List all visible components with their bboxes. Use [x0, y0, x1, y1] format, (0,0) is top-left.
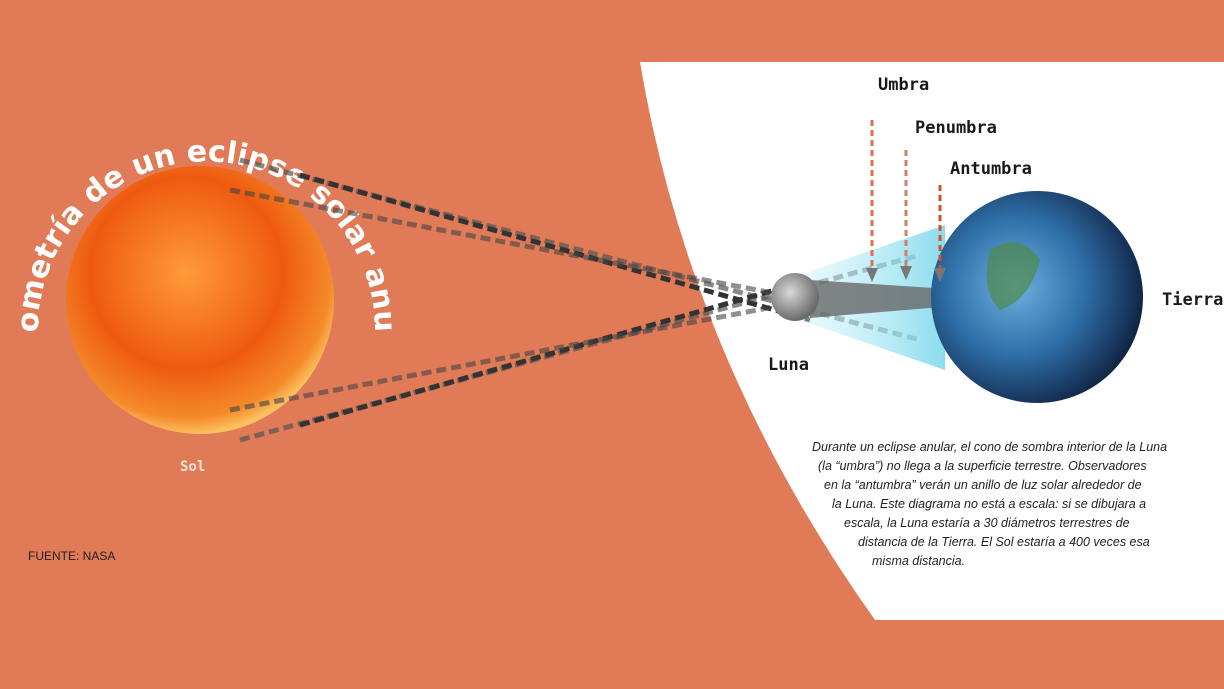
caption-line: (la “umbra”) no llega a la superficie te…	[818, 459, 1147, 473]
earth	[931, 191, 1143, 403]
label-luna: Luna	[768, 355, 809, 375]
light-ray	[229, 187, 811, 303]
light-ray	[299, 277, 811, 428]
caption-line: la Luna. Este diagrama no está a escala:…	[832, 497, 1147, 511]
source-note: FUENTE: NASA	[28, 549, 116, 563]
label-penumbra: Penumbra	[915, 118, 997, 138]
caption-line: Durante un eclipse anular, el cono de so…	[812, 440, 1168, 454]
label-sol: Sol	[180, 459, 206, 475]
penumbra-arrowhead	[900, 266, 912, 280]
caption-line: escala, la Luna estaría a 30 diámetros t…	[844, 516, 1130, 530]
caption-line: misma distancia.	[872, 554, 966, 568]
sun	[66, 166, 334, 434]
umbra-cone	[810, 280, 965, 318]
label-umbra: Umbra	[878, 75, 930, 95]
arrows	[870, 120, 942, 272]
light-ray	[229, 297, 811, 413]
moon	[771, 273, 819, 321]
umbra-arrowhead	[866, 268, 878, 282]
antumbra-arrowhead	[934, 268, 946, 282]
caption-line: distancia de la Tierra. El Sol estaría a…	[858, 535, 1150, 549]
light-ray	[299, 172, 811, 323]
caption-line: en la “antumbra” verán un anillo de luz …	[824, 478, 1142, 492]
arrowheads	[866, 266, 946, 282]
earth-landmass	[986, 242, 1040, 310]
label-tierra: Tierra	[1162, 290, 1224, 310]
label-antumbra: Antumbra	[950, 159, 1032, 179]
caption: Durante un eclipse anular, el cono de so…	[812, 438, 1204, 571]
